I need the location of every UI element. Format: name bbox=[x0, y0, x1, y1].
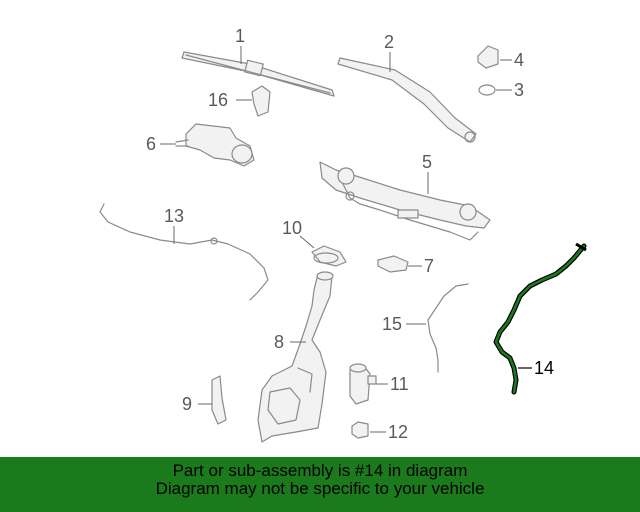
banner-line-part-info: Part or sub-assembly is #14 in diagram bbox=[172, 461, 468, 480]
callout-13: 13 bbox=[164, 206, 184, 226]
callout-7: 7 bbox=[424, 256, 434, 276]
callout-8: 8 bbox=[274, 332, 284, 352]
part-6-wiper-motor[interactable] bbox=[175, 123, 255, 167]
part-8-washer-reservoir[interactable] bbox=[257, 271, 334, 443]
part-13-washer-hose[interactable] bbox=[99, 203, 269, 301]
callout-10: 10 bbox=[282, 218, 302, 238]
part-5-wiper-linkage[interactable] bbox=[319, 161, 491, 241]
part-7-bracket[interactable] bbox=[377, 255, 409, 273]
part-15-washer-hose[interactable] bbox=[427, 283, 469, 373]
part-10-reservoir-cap[interactable] bbox=[311, 245, 347, 267]
callout-15: 15 bbox=[382, 314, 402, 334]
info-banner: Part or sub-assembly is #14 in diagram D… bbox=[0, 457, 640, 512]
callout-6: 6 bbox=[146, 134, 156, 154]
part-16-clip[interactable] bbox=[251, 85, 271, 117]
part-9-bracket[interactable] bbox=[211, 375, 227, 425]
callout-4: 4 bbox=[514, 50, 524, 70]
callout-11: 11 bbox=[390, 374, 409, 394]
part-2-wiper-arm[interactable] bbox=[337, 57, 477, 143]
callout-16: 16 bbox=[208, 90, 228, 110]
part-4-cap[interactable] bbox=[477, 45, 499, 69]
part-3-nut[interactable] bbox=[478, 84, 496, 96]
banner-line-disclaimer: Diagram may not be specific to your vehi… bbox=[155, 479, 485, 498]
callout-12: 12 bbox=[388, 422, 408, 442]
callout-2: 2 bbox=[384, 32, 394, 52]
callout-14: 14 bbox=[534, 358, 554, 378]
callout-1: 1 bbox=[235, 26, 245, 46]
callout-5: 5 bbox=[422, 152, 432, 172]
part-11-washer-pump[interactable] bbox=[349, 363, 377, 405]
part-12-grommet[interactable] bbox=[351, 421, 369, 439]
callout-3: 3 bbox=[514, 80, 524, 100]
part-1-wiper-blade[interactable] bbox=[181, 51, 335, 97]
exploded-parts-diagram: 1 2 4 3 16 6 5 bbox=[99, 26, 587, 443]
part-14-washer-hose-highlighted[interactable] bbox=[493, 242, 587, 395]
callout-9: 9 bbox=[182, 394, 192, 414]
